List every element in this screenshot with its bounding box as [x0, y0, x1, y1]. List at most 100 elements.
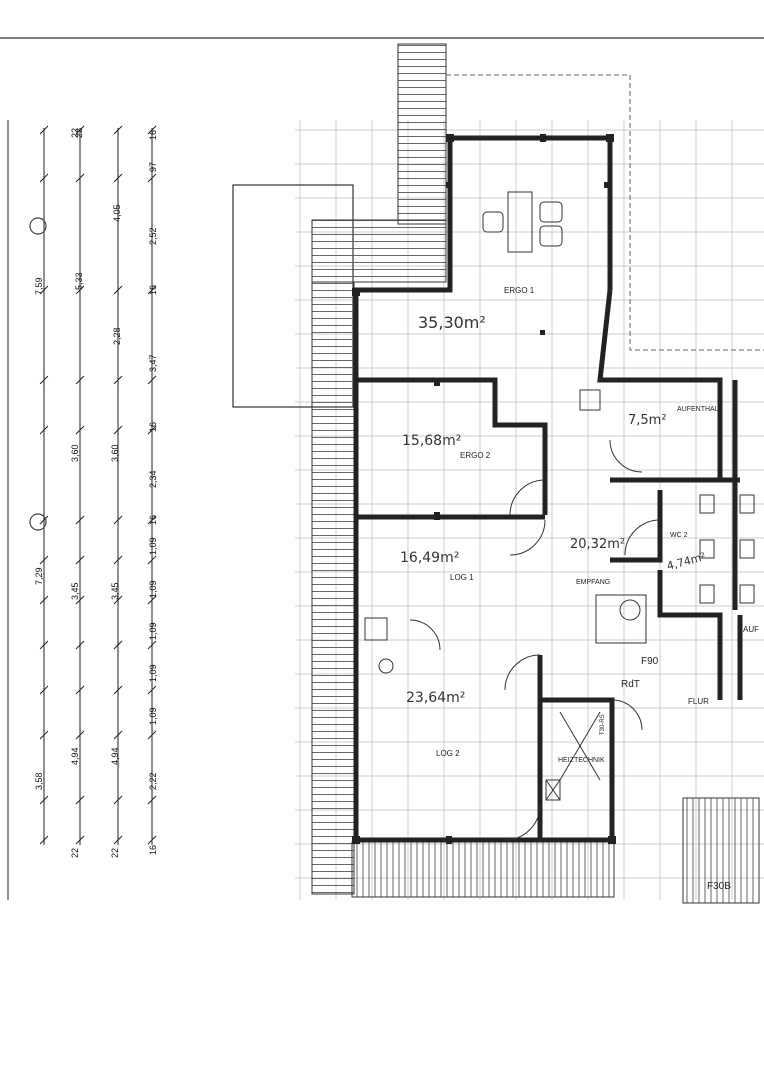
area-aufenthalt: 7,5m² — [628, 413, 667, 428]
room-aufenthalt-label: AUFENTHALT — [677, 406, 723, 413]
dim-c2-3-60: 3,60 — [70, 444, 80, 462]
area-log-1: 16,49m² — [400, 550, 459, 566]
dim-c4-1-09a: 1,09 — [148, 537, 158, 555]
dim-7-29: 7,29 — [34, 567, 44, 585]
dimension-tick — [147, 425, 157, 435]
dim-c3-4-94: 4,94 — [110, 747, 120, 765]
mark-f90: F90 — [641, 656, 659, 667]
dimension-tick — [75, 640, 85, 650]
dimension-tick — [75, 730, 85, 740]
dim-c4-16b: 16 — [148, 285, 158, 295]
dimension-tick — [75, 425, 85, 435]
dimension-tick — [39, 595, 49, 605]
dim-c4-97: 97 — [148, 162, 158, 172]
dim-c4-2-22: 2,22 — [148, 772, 158, 790]
dimension-tick — [113, 285, 123, 295]
dimension-tick — [147, 685, 157, 695]
dimension-tick — [39, 555, 49, 565]
area-ergo-1: 35,30m² — [418, 313, 486, 332]
dim-c2-22a: 22 — [70, 128, 80, 138]
dimension-tick — [147, 595, 157, 605]
dim-c4-1-09c: 1,09 — [148, 622, 158, 640]
mark-auf: AUF — [743, 625, 759, 634]
dim-c4-1-09e: 1,09 — [148, 707, 158, 725]
dimension-tick — [113, 640, 123, 650]
dim-c4-2-52: 2,52 — [148, 227, 158, 245]
dim-c4-2-34: 2,34 — [148, 470, 158, 488]
furniture — [364, 191, 755, 801]
dimension-tick — [113, 515, 123, 525]
dim-c2-3-45: 3,45 — [70, 582, 80, 600]
dimension-labels: 7,59 7,29 3,58 22 3,60 3,45 4,94 22 22 5… — [34, 128, 158, 858]
dimension-tick — [113, 685, 123, 695]
dimension-tick — [39, 685, 49, 695]
dimension-tick — [75, 125, 85, 135]
roof-dashed-outline — [446, 74, 764, 351]
dimension-tick — [147, 375, 157, 385]
dimension-tick — [39, 835, 49, 845]
dimension-tick — [75, 515, 85, 525]
balcony-hatch-bottom — [351, 841, 615, 898]
dim-c4-16c: 16 — [148, 422, 158, 432]
dimension-tick — [75, 595, 85, 605]
dimension-tick — [147, 285, 157, 295]
dimension-tick — [113, 555, 123, 565]
dimension-tick — [75, 685, 85, 695]
dimension-tick — [39, 125, 49, 135]
dimension-tick — [39, 285, 49, 295]
room-log-2-label: LOG 2 — [436, 749, 460, 758]
landing-hatch — [311, 219, 447, 283]
area-wc-2: 4,74m² — [665, 550, 707, 573]
dimension-tick — [147, 835, 157, 845]
dimension-tick — [39, 640, 49, 650]
dimension-tick — [113, 125, 123, 135]
stair-hatch-top — [397, 43, 447, 225]
stair-bottom-right — [682, 797, 760, 904]
area-empfang: 20,32m² — [570, 537, 625, 552]
dim-c3-3-45: 3,45 — [110, 582, 120, 600]
columns — [352, 134, 616, 844]
dimension-tick — [113, 425, 123, 435]
dimension-tick — [113, 730, 123, 740]
dimension-tick — [39, 795, 49, 805]
dim-3-58: 3,58 — [34, 772, 44, 790]
dimension-tick — [113, 173, 123, 183]
dim-c4-16a: 16 — [148, 130, 158, 140]
dim-c4-1-09d: 1,09 — [148, 664, 158, 682]
mark-f30b: F30B — [707, 881, 731, 892]
dim-c4-16d: 16 — [148, 515, 158, 525]
room-flur-label: FLUR — [688, 697, 709, 706]
dim-c3-5-33: 5,33 — [74, 272, 84, 290]
room-empfang-label: EMPFANG — [576, 579, 610, 586]
dimension-tick — [147, 555, 157, 565]
dimension-tick — [75, 555, 85, 565]
door-swings — [409, 439, 661, 841]
dimension-tick — [75, 375, 85, 385]
dimension-tick — [39, 730, 49, 740]
dim-c3-3-60: 3,60 — [110, 444, 120, 462]
room-ergo-2-label: ERGO 2 — [460, 451, 491, 460]
area-log-2: 23,64m² — [406, 690, 465, 706]
dim-c3-22b: 22 — [110, 848, 120, 858]
section-marker-bottom — [29, 513, 47, 531]
plan-marks: F90 RdT F30B AUF T30-RS — [600, 625, 759, 892]
dim-c4-1-09b: 1,09 — [148, 580, 158, 598]
dim-c2-4-94: 4,94 — [70, 747, 80, 765]
dimension-tick — [113, 595, 123, 605]
mark-t30-rs: T30-RS — [600, 714, 606, 735]
room-wc-2-label: WC 2 — [670, 532, 688, 539]
dimension-tick — [75, 285, 85, 295]
area-ergo-2: 15,68m² — [402, 433, 461, 449]
dimension-tick — [113, 375, 123, 385]
dimension-tick — [147, 515, 157, 525]
dimension-tick — [75, 173, 85, 183]
dimension-tick — [113, 835, 123, 845]
dimension-tick — [147, 730, 157, 740]
dimension-tick — [147, 125, 157, 135]
dim-7-59: 7,59 — [34, 277, 44, 295]
dimension-tick — [39, 173, 49, 183]
dimension-tick — [147, 173, 157, 183]
dimension-chains — [7, 120, 153, 900]
mark-rdt: RdT — [621, 679, 640, 690]
